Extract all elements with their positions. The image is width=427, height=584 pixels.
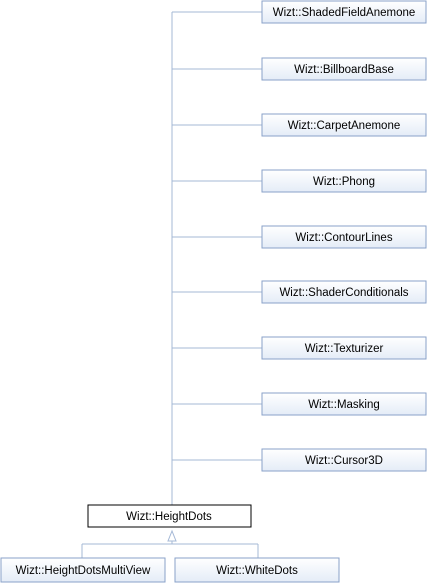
class-label: Wizt::Cursor3D	[305, 455, 383, 467]
class-label: Wizt::Phong	[313, 176, 375, 188]
focus-class-label: Wizt::HeightDots	[126, 511, 212, 523]
class-node-cursor3d[interactable]: Wizt::Cursor3D	[261, 448, 427, 472]
class-label: Wizt::HeightDotsMultiView	[16, 565, 151, 577]
class-node-shadedfieldanemone[interactable]: Wizt::ShadedFieldAnemone	[261, 0, 427, 24]
class-label: Wizt::Texturizer	[305, 343, 384, 355]
class-node-contourlines[interactable]: Wizt::ContourLines	[261, 225, 427, 249]
inheritance-arrowhead	[167, 529, 177, 542]
class-label: Wizt::BillboardBase	[294, 64, 394, 76]
class-node-heightdots-focus: Wizt::HeightDots	[87, 504, 252, 528]
class-node-phong[interactable]: Wizt::Phong	[261, 169, 427, 193]
base-edges	[171, 11, 262, 526]
derived-edges	[81, 529, 259, 558]
class-node-texturizer[interactable]: Wizt::Texturizer	[261, 336, 427, 360]
class-label: Wizt::Masking	[308, 399, 380, 411]
class-node-whitedots[interactable]: Wizt::WhiteDots	[174, 557, 340, 583]
class-label: Wizt::ShaderConditionals	[279, 287, 408, 299]
class-label: Wizt::WhiteDots	[216, 565, 298, 577]
class-node-heightdotsmultiview[interactable]: Wizt::HeightDotsMultiView	[0, 557, 166, 583]
class-node-masking[interactable]: Wizt::Masking	[261, 392, 427, 416]
class-label: Wizt::ShadedFieldAnemone	[273, 7, 416, 19]
class-node-shaderconditionals[interactable]: Wizt::ShaderConditionals	[261, 280, 427, 304]
class-node-billboardbase[interactable]: Wizt::BillboardBase	[261, 57, 427, 81]
class-label: Wizt::CarpetAnemone	[288, 120, 401, 132]
class-node-carpetanemone[interactable]: Wizt::CarpetAnemone	[261, 113, 427, 137]
class-label: Wizt::ContourLines	[295, 232, 392, 244]
